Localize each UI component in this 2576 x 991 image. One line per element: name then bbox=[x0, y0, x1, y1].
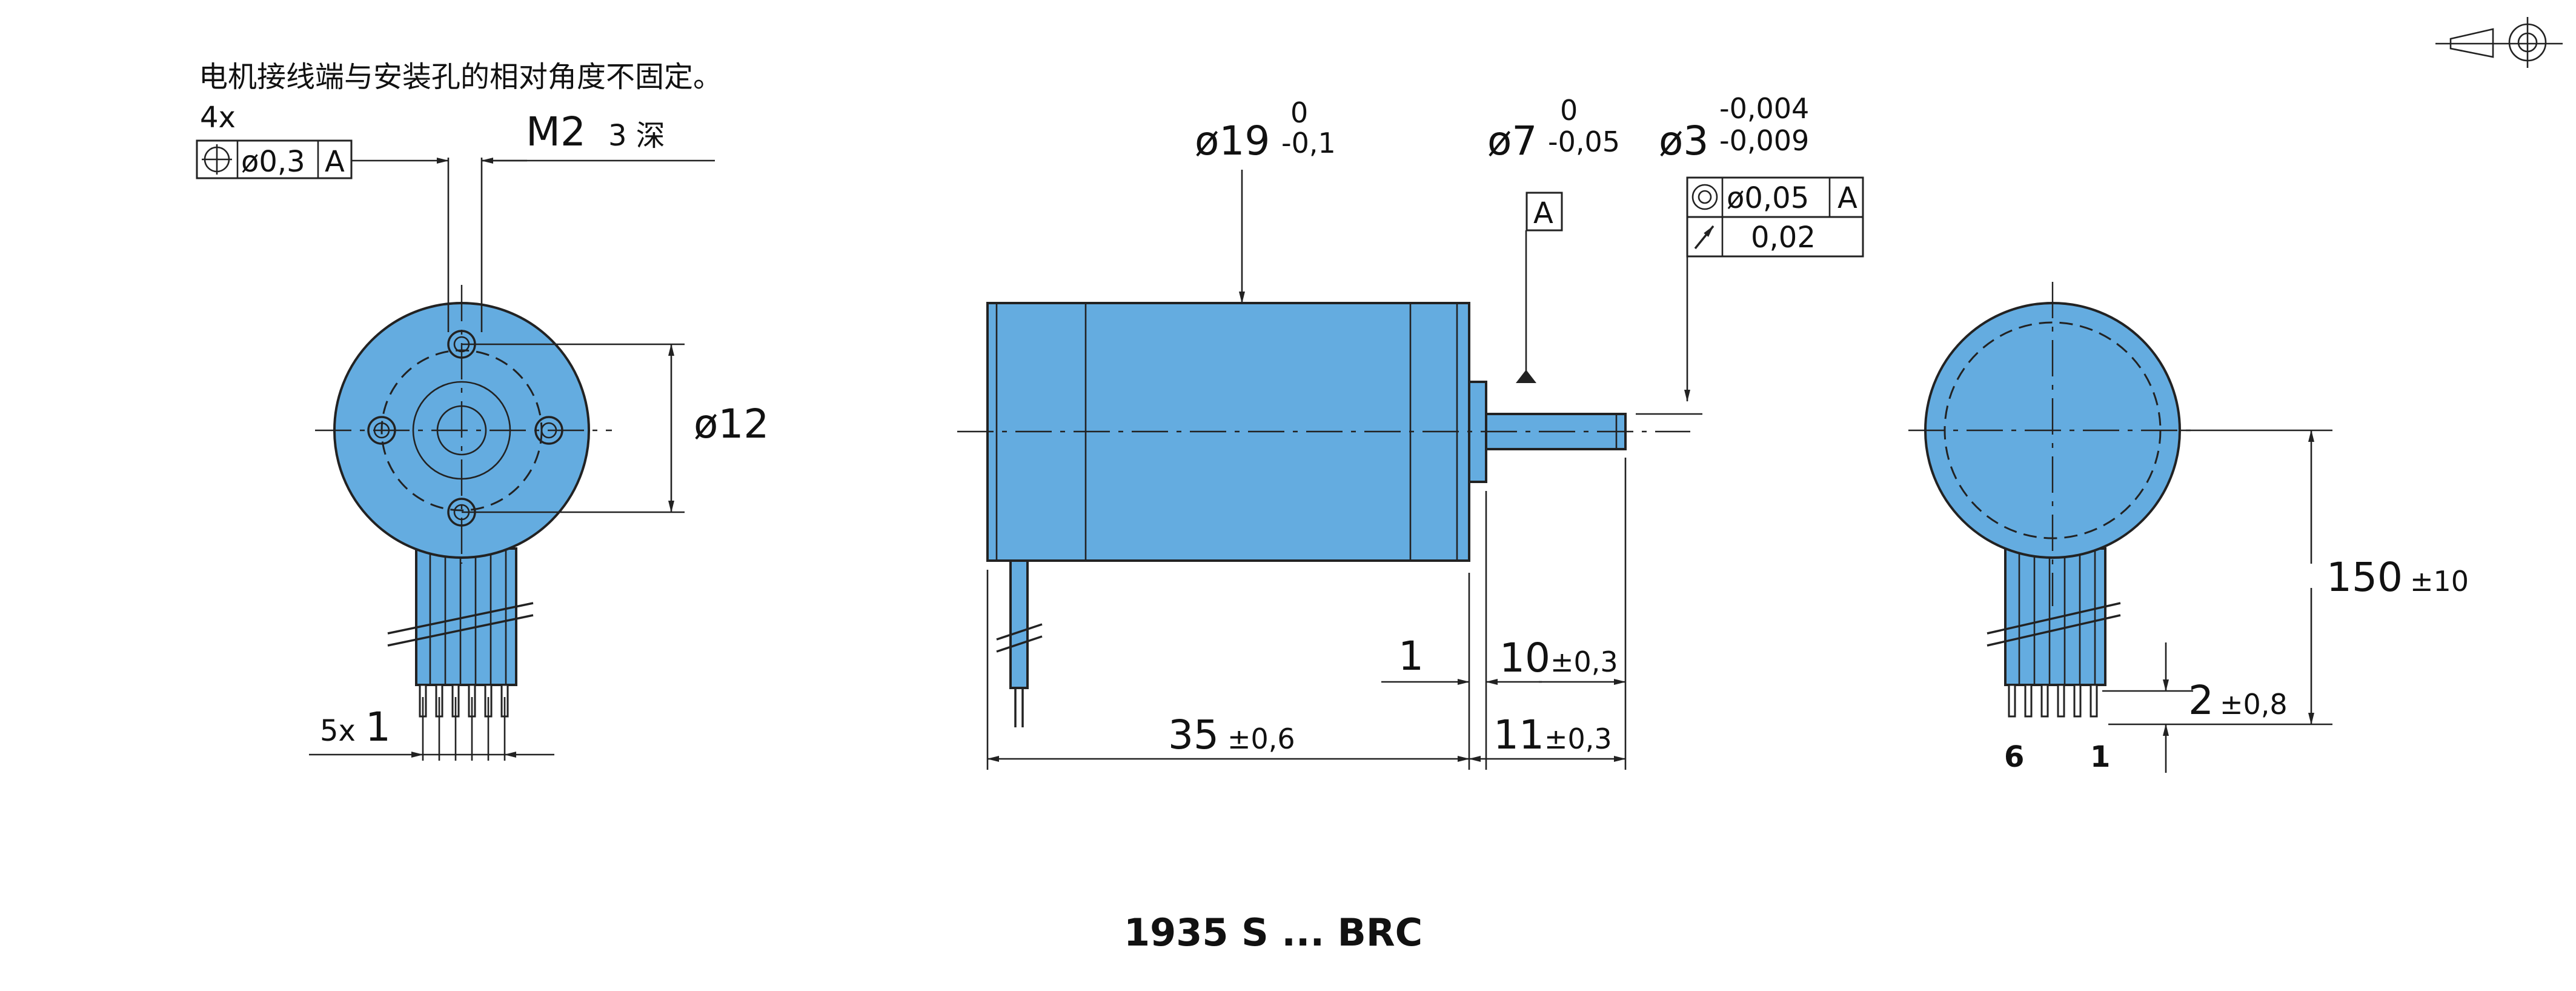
pin-label-right: 1 bbox=[2090, 740, 2110, 774]
shaft-dia-upper: -0,004 bbox=[1719, 92, 1809, 125]
runout-arrow-icon bbox=[1694, 225, 1715, 250]
strip-len-dim: 2±0,8 bbox=[2188, 677, 2288, 724]
rear-leads bbox=[1987, 547, 2121, 718]
body-dia-upper: 0 bbox=[1290, 96, 1308, 129]
shaft-dia-lower: -0,009 bbox=[1719, 124, 1809, 157]
total-len-dim: 35±0,6 bbox=[1168, 712, 1295, 758]
bolt-circle-dim: ø12 bbox=[694, 401, 769, 447]
body-dia-lower: -0,1 bbox=[1281, 127, 1336, 159]
side-lead bbox=[1009, 556, 1029, 689]
thread-depth: 3 深 bbox=[608, 119, 665, 153]
pilot-dia-lower: -0,05 bbox=[1548, 125, 1620, 158]
total-len: 35 bbox=[1168, 712, 1219, 758]
datum-a: A bbox=[1516, 192, 1563, 383]
shaft-len-a-dim: 10±0,3 bbox=[1499, 635, 1618, 681]
drawing-title: 1935 S ... BRC bbox=[1124, 910, 1422, 955]
shaft-len-a-tol: ±0,3 bbox=[1550, 646, 1618, 678]
concentricity-value: ø0,05 bbox=[1727, 181, 1809, 215]
lead-len: 150 bbox=[2326, 554, 2403, 601]
strip-len: 2 bbox=[2188, 677, 2214, 724]
front-leads bbox=[387, 547, 534, 718]
position-tolerance-frame: ø0,3 A bbox=[196, 139, 353, 179]
side-view: ø19 0 -0,1 ø7 0 -0,05 A ø3 -0,004 -0,009 bbox=[957, 92, 1864, 770]
lead-len-dim: 150±10 bbox=[2326, 554, 2469, 601]
thread-size: M2 bbox=[526, 108, 586, 155]
position-datum: A bbox=[325, 145, 345, 179]
lead-len-tol: ±10 bbox=[2410, 565, 2469, 598]
datum-triangle-icon bbox=[1516, 370, 1536, 383]
geometric-tolerance-frame: ø0,05 A 0,02 bbox=[1636, 176, 1864, 415]
first-angle-projection-icon bbox=[2435, 17, 2563, 68]
concentricity-symbol-icon bbox=[1691, 184, 1718, 210]
position-symbol-icon bbox=[202, 144, 232, 175]
shaft-diameter: ø3 bbox=[1659, 118, 1708, 164]
concentricity-datum: A bbox=[1837, 181, 1857, 215]
rear-view: 150±10 2±0,8 6 1 bbox=[1908, 282, 2469, 774]
shaft-len-b-dim: 11±0,3 bbox=[1493, 712, 1612, 758]
flange-len: 1 bbox=[1398, 633, 1424, 679]
mounting-note: 电机接线端与安装孔的相对角度不固定。 bbox=[199, 60, 722, 94]
pin-pitch: 1 bbox=[365, 704, 391, 750]
front-view: 4x M2 3 深 ø0,3 A ø12 bbox=[196, 101, 769, 761]
strip-len-tol: ±0,8 bbox=[2220, 688, 2288, 721]
total-len-tol: ±0,6 bbox=[1227, 722, 1295, 755]
pilot-diameter: ø7 bbox=[1487, 118, 1537, 164]
shaft-len-a: 10 bbox=[1499, 635, 1550, 681]
pin-label-left: 6 bbox=[2004, 740, 2024, 774]
shaft-len-b: 11 bbox=[1493, 712, 1544, 758]
position-tolerance-value: ø0,3 bbox=[241, 145, 305, 179]
hole-count: 4x bbox=[200, 101, 236, 135]
datum-label: A bbox=[1533, 196, 1553, 230]
pilot-dia-upper: 0 bbox=[1560, 94, 1578, 127]
shaft-len-b-tol: ±0,3 bbox=[1544, 722, 1612, 755]
runout-value: 0,02 bbox=[1751, 221, 1816, 255]
pin-count: 5x bbox=[320, 714, 356, 748]
body-diameter: ø19 bbox=[1195, 118, 1270, 164]
